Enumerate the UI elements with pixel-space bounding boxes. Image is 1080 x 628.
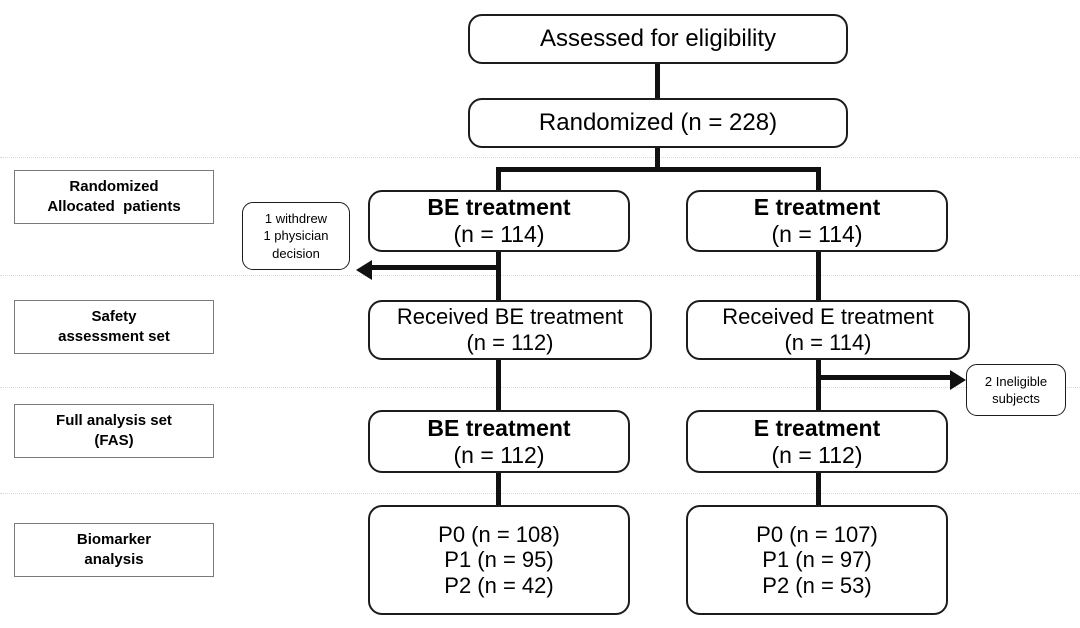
connector-be-safety-to-fas (496, 360, 501, 410)
stage-label-safety-assessment-set: Safety assessment set (14, 300, 214, 354)
node-biomarker-e[interactable]: P0 (n = 107) P1 (n = 97) P2 (n = 53) (686, 505, 948, 615)
connector-be-allocation-in (496, 167, 501, 193)
node-fas-be-count: (n = 112) (453, 441, 545, 468)
connector-e-fas-to-biomarker (816, 473, 821, 507)
node-safety-be-title: Received BE treatment (396, 304, 624, 330)
connector-e-to-ineligible-shaft (818, 375, 952, 380)
connector-randomized-split-bar (496, 167, 821, 172)
connector-e-safety-to-fas (816, 360, 821, 410)
node-allocation-be-count: (n = 114) (453, 221, 545, 247)
node-safety-be-count: (n = 112) (466, 330, 554, 355)
callout-ineligible-line2: subjects (992, 391, 1040, 406)
arrow-left-icon (356, 260, 372, 280)
section-separator-fas (0, 387, 1080, 388)
node-randomized[interactable]: Randomized (n = 228) (468, 98, 848, 148)
node-fas-e-title: E treatment (753, 414, 881, 441)
stage-label-line1: Full analysis set (56, 411, 172, 429)
node-safety-e[interactable]: Received E treatment (n = 114) (686, 300, 970, 360)
node-allocation-e[interactable]: E treatment (n = 114) (686, 190, 948, 252)
connector-e-allocation-in (816, 167, 821, 193)
arrow-right-icon (950, 370, 966, 390)
node-safety-be[interactable]: Received BE treatment (n = 112) (368, 300, 652, 360)
node-biomarker-be-p2: P2 (n = 42) (444, 572, 554, 598)
node-biomarker-be[interactable]: P0 (n = 108) P1 (n = 95) P2 (n = 42) (368, 505, 630, 615)
stage-label-line2: (FAS) (94, 432, 134, 449)
callout-ineligible-subjects[interactable]: 2 Ineligible subjects (966, 364, 1066, 416)
stage-label-line2: assessment set (58, 328, 170, 345)
stage-label-randomized-allocated: Randomized Allocated patients (14, 170, 214, 224)
stage-label-line2: Allocated patients (47, 198, 181, 215)
node-biomarker-e-p1: P1 (n = 97) (762, 547, 872, 573)
section-separator-biomarker (0, 493, 1080, 494)
stage-label-line1: Safety (91, 307, 137, 325)
callout-withdrew-line1: 1 withdrew (264, 211, 328, 227)
node-allocation-e-title: E treatment (753, 194, 881, 221)
callout-withdrew-line2: 1 physician (263, 228, 329, 244)
callout-withdrew-line3: decision (272, 245, 320, 261)
node-safety-e-count: (n = 114) (784, 330, 872, 355)
node-biomarker-be-p1: P1 (n = 95) (444, 547, 554, 573)
node-biomarker-e-p2: P2 (n = 53) (762, 572, 872, 598)
node-safety-e-title: Received E treatment (722, 304, 934, 330)
stage-label-line1: Randomized (69, 177, 159, 195)
stage-label-full-analysis-set: Full analysis set (FAS) (14, 404, 214, 458)
node-allocation-be[interactable]: BE treatment (n = 114) (368, 190, 630, 252)
node-fas-e-count: (n = 112) (771, 441, 863, 468)
connector-assessed-to-randomized (655, 62, 660, 98)
node-fas-be-title: BE treatment (427, 414, 571, 441)
node-allocation-e-count: (n = 114) (771, 221, 863, 247)
node-fas-e[interactable]: E treatment (n = 112) (686, 410, 948, 473)
section-separator-safety (0, 275, 1080, 276)
callout-ineligible-line1: 2 Ineligible (984, 373, 1048, 389)
node-biomarker-e-p0: P0 (n = 107) (756, 521, 878, 547)
connector-randomized-stem (655, 148, 660, 170)
node-assessed-label: Assessed for eligibility (539, 25, 777, 53)
section-separator-allocation (0, 157, 1080, 158)
connector-be-fas-to-biomarker (496, 473, 501, 507)
connector-be-to-withdrew-shaft (370, 265, 498, 270)
callout-withdrew-physician-decision[interactable]: 1 withdrew 1 physician decision (242, 202, 350, 270)
stage-label-line2: analysis (84, 551, 144, 568)
node-biomarker-be-p0: P0 (n = 108) (438, 521, 560, 547)
stage-label-biomarker-analysis: Biomarker analysis (14, 523, 214, 577)
connector-e-allocation-to-safety (816, 252, 821, 302)
node-assessed-for-eligibility[interactable]: Assessed for eligibility (468, 14, 848, 64)
node-fas-be[interactable]: BE treatment (n = 112) (368, 410, 630, 473)
node-allocation-be-title: BE treatment (427, 194, 571, 221)
connector-be-allocation-to-safety (496, 252, 501, 302)
node-randomized-label: Randomized (n = 228) (538, 109, 778, 137)
stage-label-line1: Biomarker (76, 530, 152, 548)
